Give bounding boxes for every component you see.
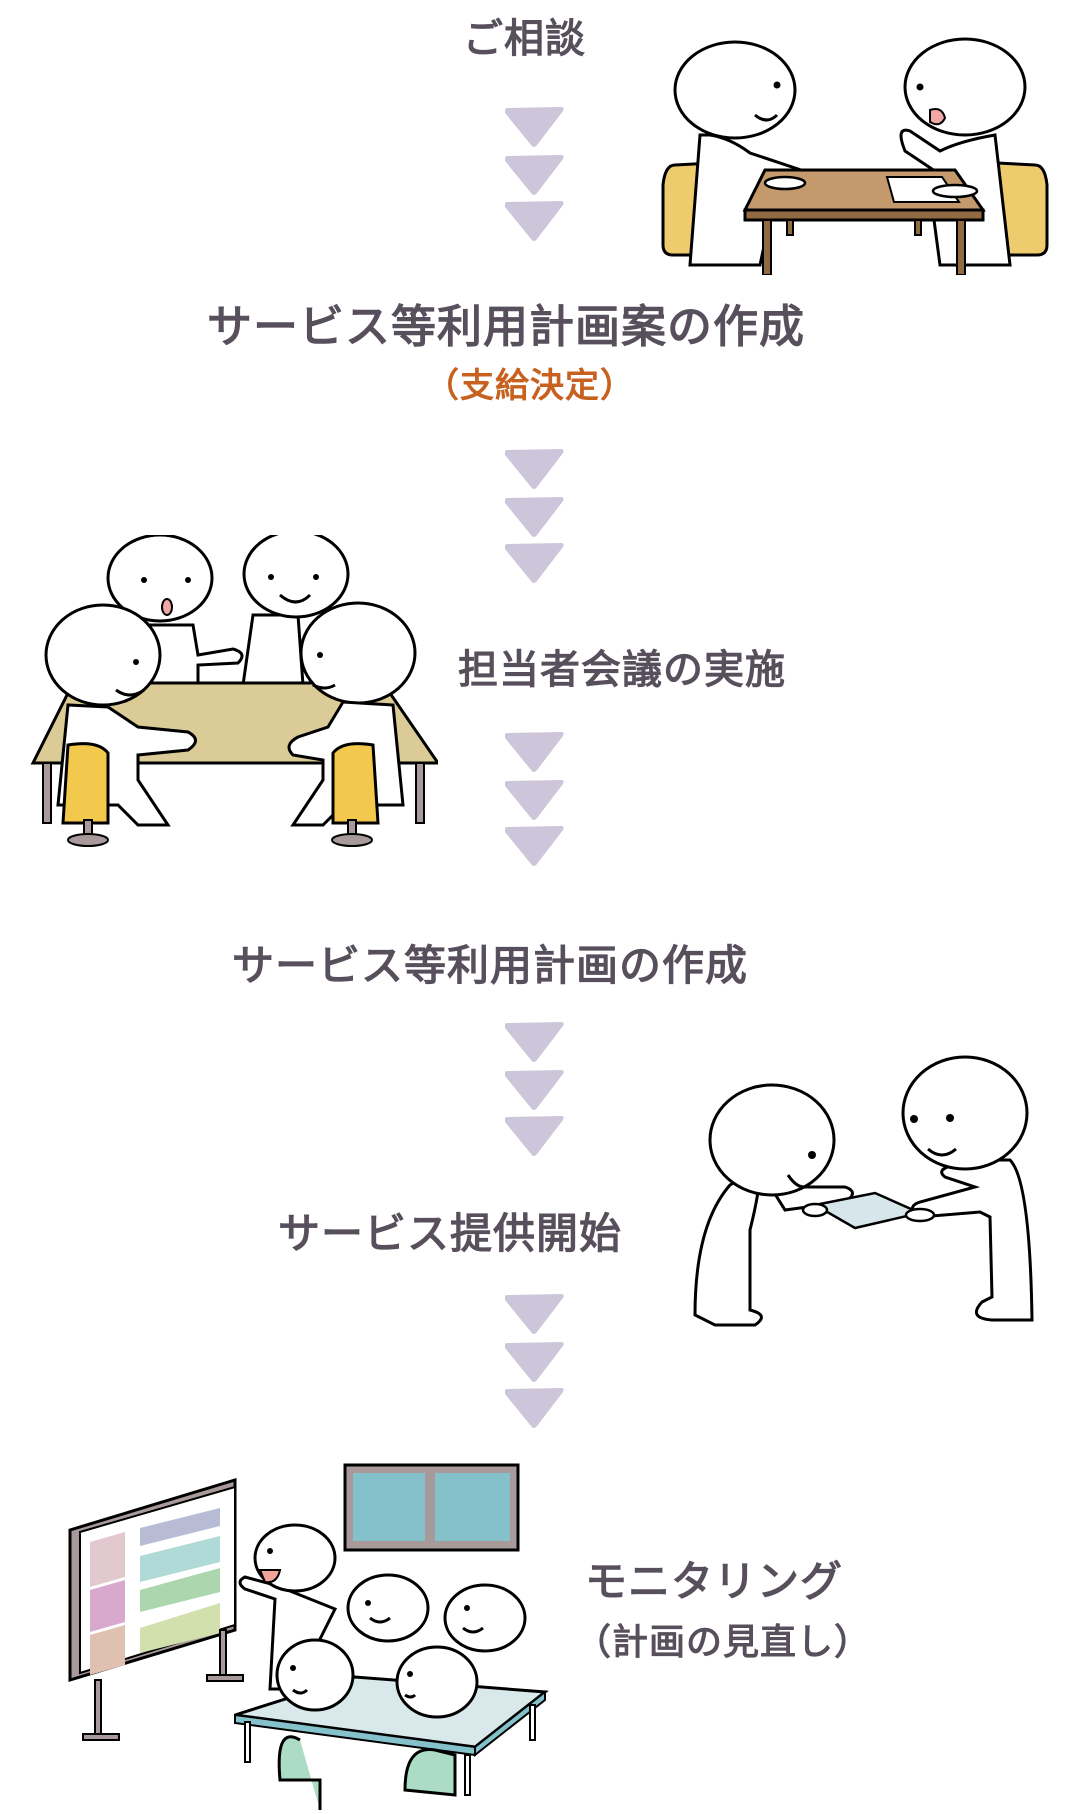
step-title-monitoring: モニタリング (585, 1557, 844, 1606)
person-head (395, 1645, 479, 1719)
handover-illustration (693, 1055, 1034, 1327)
triple-down-triangle-icon (505, 1294, 564, 1428)
triple-down-triangle-icon (505, 449, 564, 583)
step-arrow (505, 105, 565, 245)
step-arrow (505, 730, 565, 870)
step-subtitle-benefit-decision: （支給決定） (425, 366, 635, 406)
triple-down-triangle-icon (505, 732, 564, 866)
step-title-plan-draft: サービス等利用計画案の作成 (207, 300, 806, 353)
step-arrow (505, 1020, 565, 1160)
person-head (346, 1573, 430, 1643)
triple-down-triangle-icon (505, 1022, 564, 1156)
person-head (673, 40, 797, 140)
person-head (44, 603, 162, 707)
step-arrow (505, 1292, 565, 1432)
person-head (443, 1583, 527, 1653)
meeting-illustration (30, 535, 438, 847)
monitoring-illustration (68, 1463, 549, 1810)
step-subtitle-plan-review: （計画の見直し） (575, 1622, 872, 1663)
step-title-service-start: サービス提供開始 (278, 1209, 623, 1258)
step-title-staff-meeting: 担当者会議の実施 (458, 647, 786, 693)
triple-down-triangle-icon (505, 107, 564, 241)
person-head (275, 1638, 355, 1712)
step-arrow (505, 447, 565, 587)
person-head (106, 535, 214, 623)
person-head (901, 1055, 1029, 1171)
step-title-consultation: ご相談 (463, 16, 586, 62)
person-head (708, 1083, 836, 1197)
person-head (242, 535, 350, 619)
step-title-plan-creation: サービス等利用計画の作成 (232, 941, 749, 990)
consultation-illustration (661, 37, 1049, 275)
